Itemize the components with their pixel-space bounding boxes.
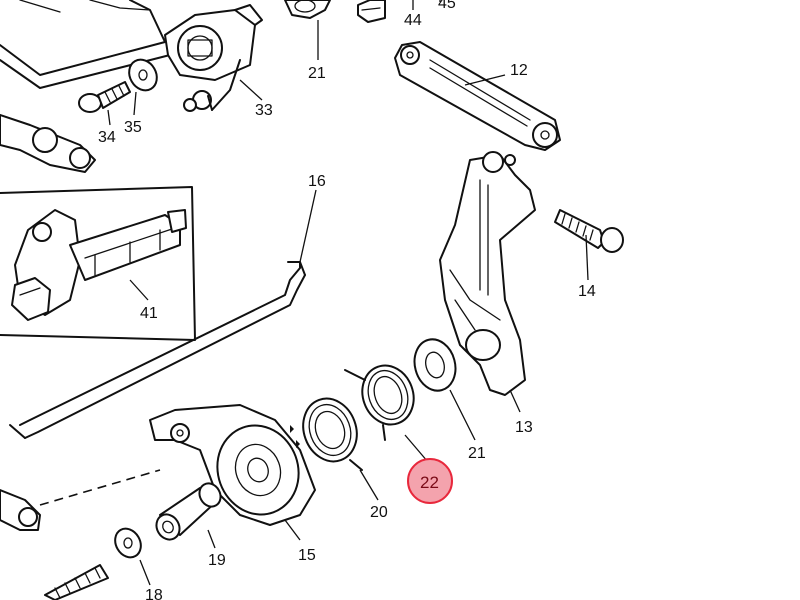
label-35: 35 [124, 119, 142, 136]
bottom-screw [44, 564, 109, 600]
part-22-spring [344, 364, 415, 441]
label-20: 20 [370, 504, 388, 521]
part-number-labels: 44 45 21 12 33 34 35 16 41 14 13 21 22 2… [98, 0, 596, 600]
part-13-bracket [439, 151, 536, 396]
part-21-top-bushing [284, 0, 331, 19]
part-18-washer [114, 527, 142, 559]
label-15: 15 [298, 547, 316, 564]
label-19: 19 [208, 552, 226, 569]
leader-lines [107, 0, 589, 586]
label-22-highlighted[interactable]: 22 [420, 473, 439, 492]
label-34: 34 [98, 129, 116, 146]
part-41-inset-box [0, 186, 196, 341]
part-34-screw [78, 81, 131, 113]
assembly-axis-dashed [39, 469, 161, 506]
part-33-cam-block [164, 4, 263, 112]
label-21-top: 21 [308, 65, 326, 82]
part-22-highlight-circle[interactable] [407, 458, 453, 504]
label-18: 18 [145, 587, 163, 600]
part-19-sleeve [155, 482, 222, 541]
label-13: 13 [515, 419, 533, 436]
part-35-washer [128, 58, 158, 92]
part-20-spring [302, 397, 363, 471]
label-16: 16 [308, 173, 326, 190]
frame-bracket [0, 0, 171, 89]
part-12-lever [394, 41, 561, 151]
part-21-mid-washer [413, 338, 457, 392]
label-33: 33 [255, 102, 273, 119]
lower-left-link [0, 489, 41, 531]
label-12: 12 [510, 62, 528, 79]
label-41: 41 [140, 305, 158, 322]
part-44-clip [357, 0, 386, 23]
part-15-cam-plate [149, 404, 316, 526]
part-14-screw [554, 209, 624, 253]
left-link-arm [0, 114, 96, 173]
label-44: 44 [404, 12, 422, 29]
label-45: 45 [438, 0, 456, 12]
label-21-mid: 21 [468, 445, 486, 462]
label-14: 14 [578, 283, 596, 300]
